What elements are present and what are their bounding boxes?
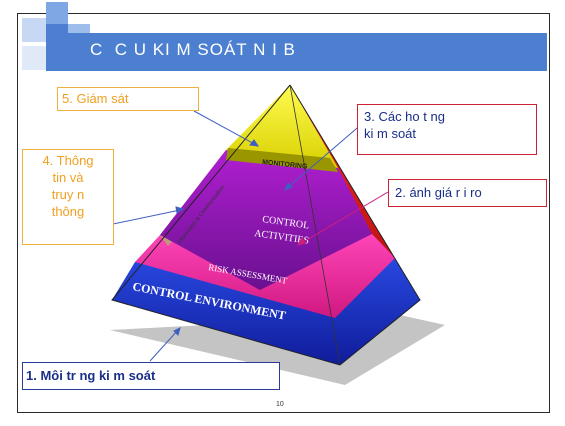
label-monitoring-text: 5. Giám sát: [62, 91, 129, 106]
layer-control-activities: [160, 150, 372, 290]
label-monitoring: 5. Giám sát: [57, 87, 199, 111]
arrow-environment: [149, 329, 179, 362]
label-info-line3: truy n: [51, 187, 85, 202]
monitoring-band: [226, 148, 338, 172]
decor-square-1: [46, 2, 68, 24]
label-control-line1: 3. Các ho t ng: [364, 109, 445, 124]
arrow-control-activities: [284, 122, 364, 191]
page-number: 10: [276, 401, 284, 408]
label-info-line1: 4. Thông: [42, 153, 94, 168]
title-bar: [46, 33, 547, 71]
label-info-communication: 4. Thông tin và truy n thông: [22, 149, 114, 245]
label-control-activities: 3. Các ho t ng ki m soát: [357, 104, 537, 155]
label-control-line2: ki m soát: [364, 126, 417, 141]
slide-title: C C U KI M SOÁT N I B: [90, 40, 296, 59]
layer-monitoring: [226, 85, 338, 168]
decor-square-5: [22, 46, 46, 70]
label-control-environment: 1. Môi tr ng ki m soát: [22, 362, 280, 390]
arrow-info: [112, 209, 181, 225]
arrow-monitoring: [193, 110, 259, 147]
arrow-risk: [299, 191, 389, 245]
label-risk-assessment: 2. ánh giá r i ro: [388, 179, 547, 207]
label-risk-text: 2. ánh giá r i ro: [395, 185, 482, 200]
label-info-line4: thông: [51, 204, 85, 219]
pyramid-text-monitoring: MONITORING: [262, 159, 308, 171]
label-info-line2: tin và: [52, 170, 84, 185]
decor-square-2: [22, 18, 46, 42]
label-environment-text: 1. Môi tr ng ki m soát: [26, 368, 156, 383]
